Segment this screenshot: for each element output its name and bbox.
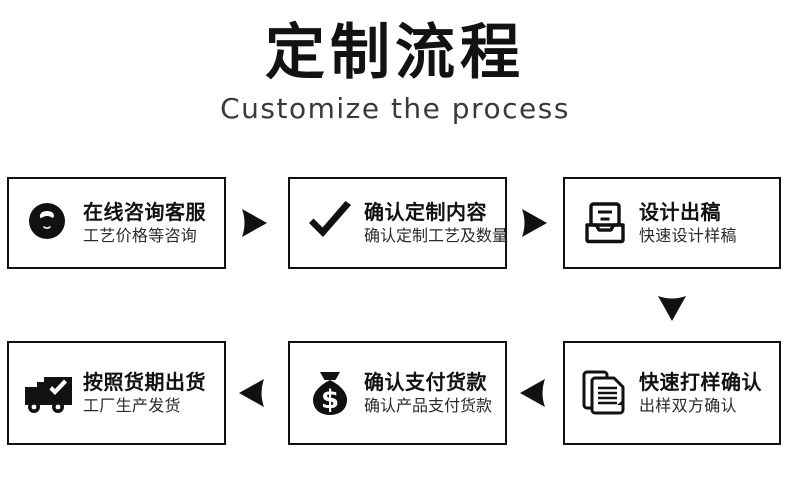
flow-step-6-subtitle: 工厂生产发货: [83, 395, 181, 415]
flow-step-1-text: 在线咨询客服 工艺价格等咨询: [83, 199, 224, 247]
flow-step-5[interactable]: $ 确认支付货款 确认产品支付货款: [288, 341, 507, 445]
flow-step-1[interactable]: 在线咨询客服 工艺价格等咨询: [7, 177, 226, 269]
flow-step-5-subtitle: 确认产品支付货款: [364, 395, 493, 415]
flow-step-3-text: 设计出稿 快速设计样稿: [639, 199, 779, 247]
page-header: 定制流程 Customize the process: [0, 0, 790, 125]
delivery-truck-check-icon: [21, 365, 77, 421]
arrow-step4-to-step5-icon: [512, 371, 556, 415]
flow-step-1-title: 在线咨询客服: [83, 199, 206, 224]
arrow-step2-to-step3-icon: [511, 201, 555, 245]
flow-step-5-title: 确认支付货款: [364, 369, 487, 394]
svg-text:$: $: [321, 385, 339, 415]
flow-step-3-subtitle: 快速设计样稿: [639, 225, 737, 245]
flow-step-4-subtitle: 出样双方确认: [639, 395, 737, 415]
flow-step-3-title: 设计出稿: [639, 199, 721, 224]
flow-step-6-text: 按照货期出货 工厂生产发货: [83, 369, 224, 417]
arrow-step3-to-step4-icon: [650, 285, 694, 329]
flow-step-4-title: 快速打样确认: [639, 369, 762, 394]
page-subtitle: Customize the process: [220, 92, 570, 125]
flow-step-4-text: 快速打样确认 出样双方确认: [639, 369, 779, 417]
inbox-tray-icon: [577, 195, 633, 251]
flow-step-3[interactable]: 设计出稿 快速设计样稿: [563, 177, 781, 269]
arrow-step1-to-step2-icon: [231, 201, 275, 245]
checkmark-icon: [302, 195, 358, 251]
page-title: 定制流程: [265, 18, 525, 88]
flow-step-2-subtitle: 确认定制工艺及数量: [364, 225, 509, 245]
flow-step-4[interactable]: 快速打样确认 出样双方确认: [563, 341, 781, 445]
flow-step-2[interactable]: 确认定制内容 确认定制工艺及数量: [288, 177, 508, 269]
headset-support-icon: [21, 195, 77, 251]
flow-step-6[interactable]: 按照货期出货 工厂生产发货: [7, 341, 226, 445]
arrow-step5-to-step6-icon: [231, 371, 275, 415]
flow-step-1-subtitle: 工艺价格等咨询: [83, 225, 198, 245]
flow-step-2-title: 确认定制内容: [364, 199, 487, 224]
money-bag-dollar-icon: $: [302, 365, 358, 421]
flow-step-6-title: 按照货期出货: [83, 369, 206, 394]
documents-stack-icon: [577, 365, 633, 421]
flow-step-5-text: 确认支付货款 确认产品支付货款: [364, 369, 505, 417]
flow-step-2-text: 确认定制内容 确认定制工艺及数量: [364, 199, 512, 247]
